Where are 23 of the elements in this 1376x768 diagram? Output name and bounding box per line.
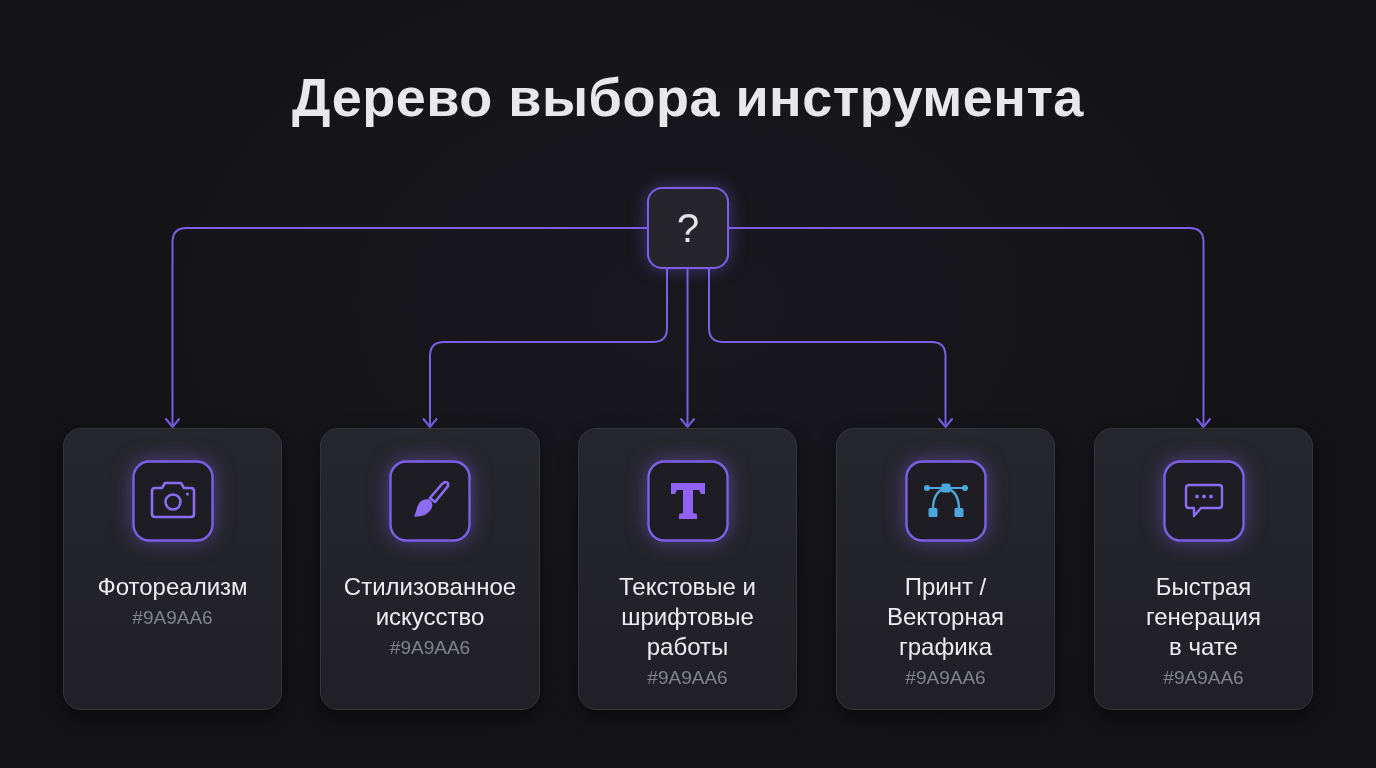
option-card — [578, 428, 797, 710]
option-title: Быстрая генерация в чате — [1145, 572, 1262, 662]
option-title: Стилизованное искусство — [342, 572, 518, 632]
diagram-title: Дерево выбора инструмента — [292, 66, 1084, 129]
option-title: Принт / Векторная графика — [885, 572, 1006, 662]
option-note: #9A9AA6 — [905, 666, 986, 690]
question-box — [647, 187, 729, 269]
arrow — [708, 268, 953, 428]
arrow — [728, 227, 1211, 428]
option-note: #9A9AA6 — [1163, 666, 1244, 690]
question-mark: ? — [676, 206, 700, 250]
option-note: #9A9AA6 — [389, 636, 471, 660]
option-card — [1094, 428, 1313, 710]
arrow — [422, 268, 668, 428]
option-card — [320, 428, 540, 710]
option-title: Фотореализм — [97, 572, 248, 602]
option-note: #9A9AA6 — [132, 606, 213, 630]
arrow — [165, 227, 648, 428]
arrow — [680, 268, 695, 428]
option-card — [63, 428, 282, 710]
option-card — [836, 428, 1055, 710]
option-title: Текстовые и шрифтовые работы — [618, 572, 757, 662]
option-note: #9A9AA6 — [647, 666, 728, 690]
